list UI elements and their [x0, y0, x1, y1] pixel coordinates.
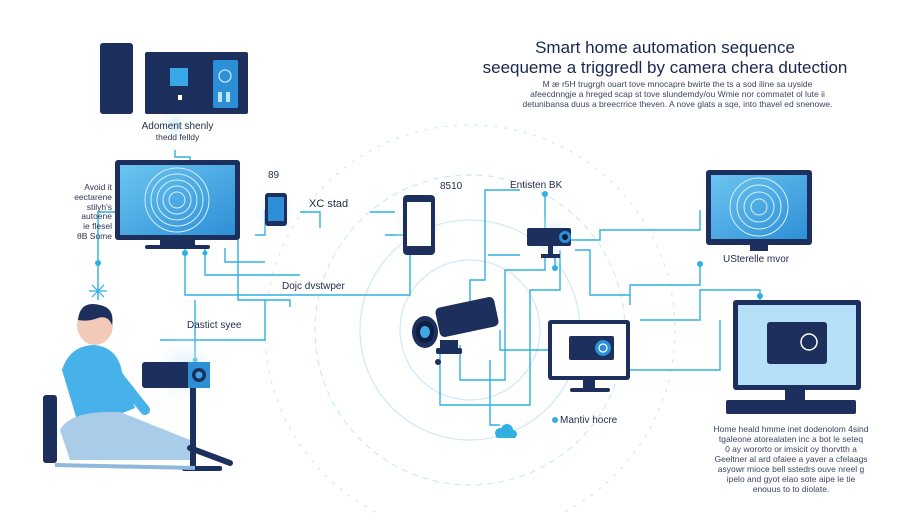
phone2-number-label: 8510 [440, 181, 463, 192]
title-line-2: seequeme a triggredl by camera chera dut… [482, 57, 848, 77]
avoid-label: Avoid it eectarene stilyh's autoene ie f… [74, 182, 112, 241]
left-monitor [115, 160, 240, 249]
bottom-note: Home heald hmme inet dodenolom 4sind tga… [713, 424, 869, 495]
large-phone [403, 195, 435, 255]
phone-number-label: 89 [268, 170, 280, 181]
middle-monitor [548, 320, 630, 392]
dojc-label: Dojc dvstwper [282, 281, 345, 292]
entisten-label: Entisten BK [510, 180, 563, 191]
glow-clouds [147, 107, 577, 410]
title-line-1: Smart home automation sequence [535, 38, 795, 57]
right-bottom-monitor [726, 300, 861, 414]
sparkle-icon [89, 283, 107, 300]
dastict-label: Dastict syee [187, 320, 242, 331]
phone-tablet-device [100, 43, 248, 114]
top-camera [527, 228, 571, 258]
intro-paragraph: M æ r5H trugrgh ouart tove mnocapre bwir… [510, 79, 845, 109]
usterelle-label: USterelle mvor [723, 254, 790, 265]
person-figure [43, 304, 233, 470]
intro-line: detunibansa duus a breecrrice theven. A … [522, 99, 833, 110]
right-top-monitor [706, 170, 812, 251]
intro-line: M æ r5H trugrgh ouart tove mnocapre bwir… [542, 79, 813, 89]
cloud-icon [495, 424, 517, 438]
adoment-label: Adoment shenly thedd felldy [141, 121, 214, 142]
intro-line: afeecdnngje a hreged scap st tove slunde… [530, 89, 825, 100]
mantiv-label: Mantiv hocre [560, 415, 618, 426]
diagram-title: Smart home automation sequence seequeme … [460, 38, 870, 77]
main-camera [412, 297, 499, 365]
xc-stad-label: XC stad [309, 198, 349, 210]
small-phone [265, 193, 287, 226]
